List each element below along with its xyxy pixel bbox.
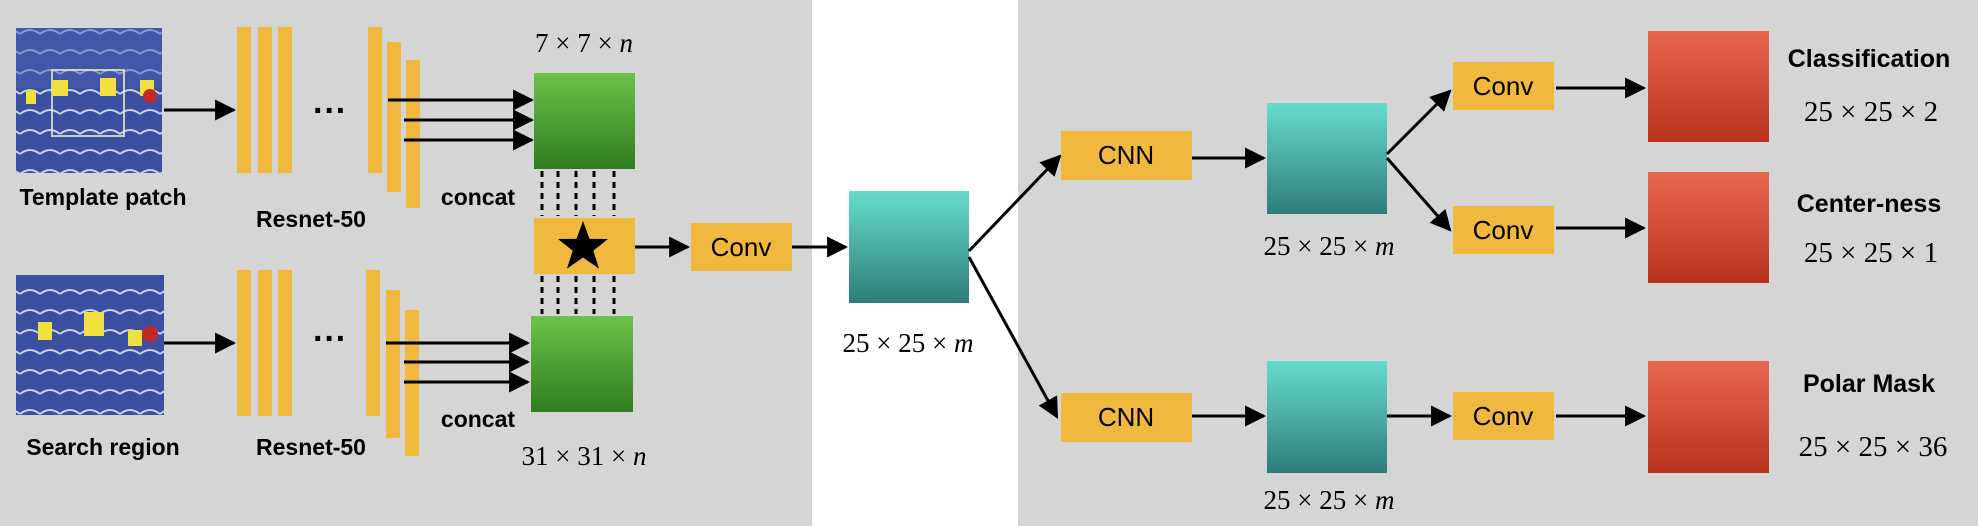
concat-arrows-top (388, 89, 535, 151)
arrow-upper-to-ctr-conv (1385, 157, 1452, 232)
concat-top-label: concat (441, 184, 515, 210)
dotted-connectors (540, 171, 616, 314)
cnn-block-lower (1061, 393, 1192, 442)
polar-mask-dims: 25 × 25 × 36 (1799, 431, 1948, 463)
arrow-response-to-upper-cnn (967, 154, 1062, 253)
response-map-dims: 25 × 25 × m (843, 328, 974, 358)
conv-block-polar (1453, 392, 1554, 440)
lower-feature-dims: 25 × 25 × m (1264, 485, 1395, 515)
centerness-dims: 25 × 25 × 1 (1804, 237, 1938, 269)
concat-bottom-label: concat (441, 406, 515, 432)
backbone-bottom-label: Resnet-50 (256, 434, 366, 460)
lower-feature-map (1267, 361, 1387, 473)
star-icon (558, 221, 608, 269)
response-map (849, 191, 969, 303)
cnn-block-lower-label: CNN (1098, 402, 1154, 432)
centerness-label: Center-ness (1797, 190, 1942, 218)
search-region-label: Search region (26, 434, 179, 460)
classification-output (1648, 31, 1769, 142)
search-feature-map (531, 316, 633, 412)
arrow-response-to-lower-cnn (967, 256, 1059, 419)
backbone-bottom-ellipsis: ··· (313, 320, 347, 358)
template-patch-image (16, 28, 162, 173)
arrow-upper-to-cls-conv (1385, 89, 1452, 156)
conv-block-main (691, 223, 792, 271)
conv-block-classification-label: Conv (1473, 71, 1534, 101)
template-patch-label: Template patch (20, 184, 187, 210)
template-feature-dims: 7 × 7 × n (535, 28, 633, 58)
polar-mask-output (1648, 361, 1769, 473)
backbone-top (237, 27, 420, 208)
template-feature-map (534, 73, 635, 169)
classification-label: Classification (1788, 45, 1951, 73)
backbone-top-ellipsis: ··· (313, 92, 347, 130)
search-region-image (16, 275, 164, 415)
search-feature-dims: 31 × 31 × n (522, 441, 647, 471)
cnn-block-upper-label: CNN (1098, 140, 1154, 170)
conv-block-main-label: Conv (711, 232, 772, 262)
upper-feature-dims: 25 × 25 × m (1264, 231, 1395, 261)
upper-feature-map (1267, 103, 1387, 214)
concat-arrows-bottom (386, 332, 531, 393)
cnn-block-upper (1061, 131, 1192, 180)
backbone-top-label: Resnet-50 (256, 206, 366, 232)
conv-block-polar-label: Conv (1473, 401, 1534, 431)
conv-block-centerness-label: Conv (1473, 215, 1534, 245)
conv-block-classification (1453, 62, 1554, 110)
polar-mask-label: Polar Mask (1803, 370, 1935, 398)
classification-dims: 25 × 25 × 2 (1804, 96, 1938, 128)
conv-block-centerness (1453, 206, 1554, 254)
centerness-output (1648, 172, 1769, 283)
